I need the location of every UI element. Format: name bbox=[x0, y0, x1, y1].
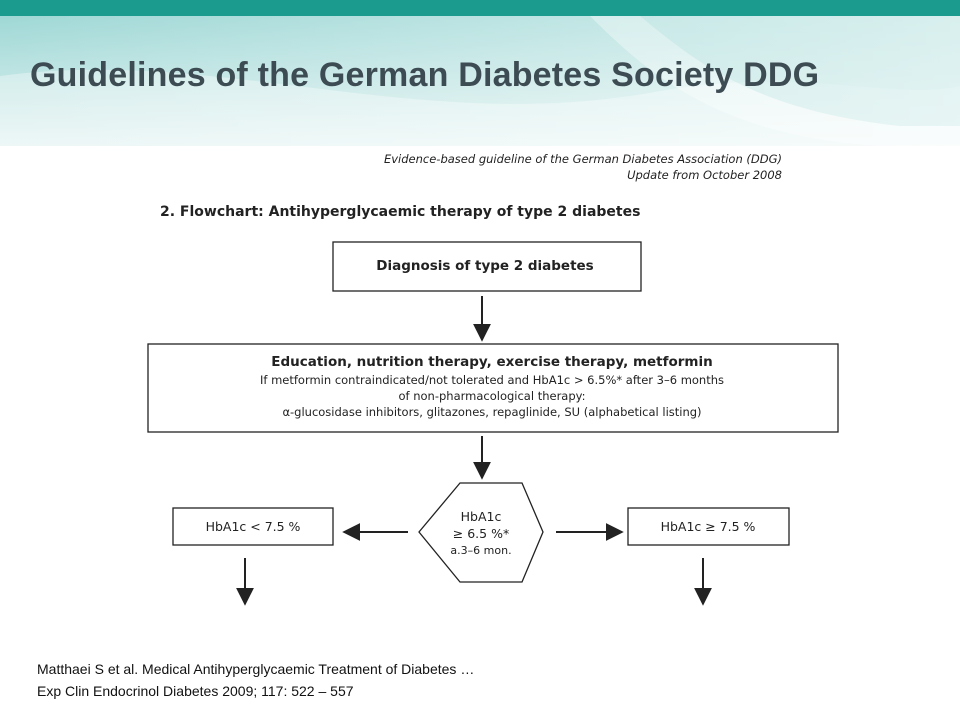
diagnosis-box: Diagnosis of type 2 diabetes bbox=[332, 241, 642, 292]
diagnosis-label: Diagnosis of type 2 diabetes bbox=[376, 258, 593, 274]
section-heading: 2. Flowchart: Antihyperglycaemic therapy… bbox=[160, 204, 640, 220]
decision-line-3: a.3–6 mon. bbox=[450, 544, 511, 557]
decision-line-1: HbA1c bbox=[461, 509, 502, 524]
therapy-title: Education, nutrition therapy, exercise t… bbox=[271, 354, 712, 370]
citation-line-2: Exp Clin Endocrinol Diabetes 2009; 117: … bbox=[37, 683, 354, 699]
left-outcome-box: HbA1c < 7.5 % bbox=[172, 507, 334, 546]
decision-hexagon: HbA1c ≥ 6.5 %* a.3–6 mon. bbox=[418, 482, 544, 583]
source-line-2: Update from October 2008 bbox=[627, 168, 782, 182]
citation: Matthaei S et al. Medical Antihyperglyca… bbox=[37, 658, 474, 702]
citation-line-1: Matthaei S et al. Medical Antihyperglyca… bbox=[37, 661, 475, 677]
right-outcome-label: HbA1c ≥ 7.5 % bbox=[661, 519, 756, 534]
therapy-line-3: α-glucosidase inhibitors, glitazones, re… bbox=[282, 405, 701, 419]
therapy-line-2: of non-pharmacological therapy: bbox=[398, 389, 585, 403]
top-accent-bar bbox=[0, 0, 960, 16]
slide-title: Guidelines of the German Diabetes Societ… bbox=[30, 56, 820, 94]
right-outcome-box: HbA1c ≥ 7.5 % bbox=[627, 507, 790, 546]
source-line-1: Evidence-based guideline of the German D… bbox=[384, 152, 782, 166]
therapy-box: Education, nutrition therapy, exercise t… bbox=[147, 343, 839, 433]
therapy-line-1: If metformin contraindicated/not tolerat… bbox=[260, 373, 724, 387]
left-outcome-label: HbA1c < 7.5 % bbox=[206, 519, 301, 534]
header-wave-band bbox=[0, 16, 960, 146]
decision-line-2: ≥ 6.5 %* bbox=[453, 526, 509, 541]
